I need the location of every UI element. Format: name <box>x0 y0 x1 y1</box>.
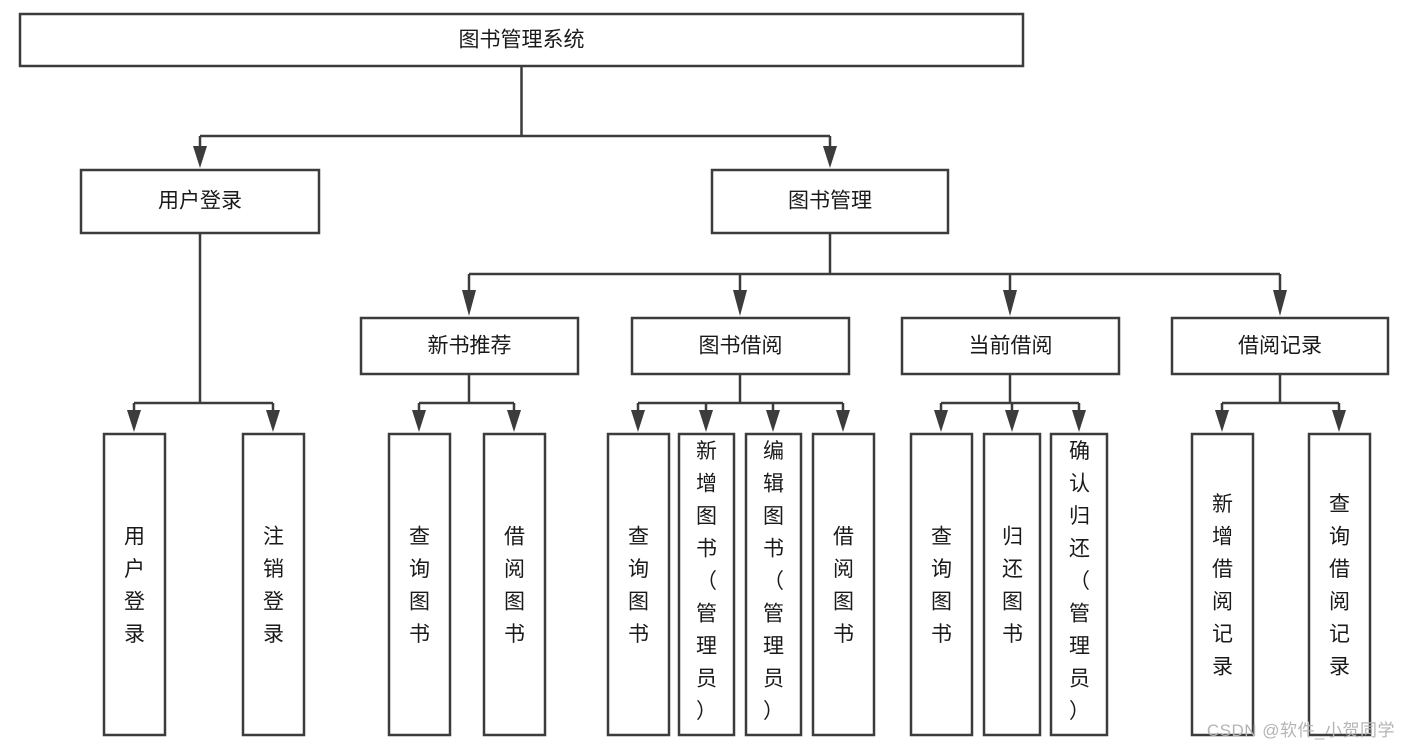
node-book-manage-box[interactable] <box>710 168 950 235</box>
node-leaf-add-book-admin[interactable]: 新增图书（管理员） <box>677 432 736 737</box>
node-leaf-borrow-book-bor-box[interactable] <box>811 432 876 737</box>
node-root-box[interactable] <box>18 12 1025 68</box>
node-leaf-user-login-box[interactable] <box>102 432 167 737</box>
node-leaf-borrow-book-bor-label: 借阅图书 <box>833 526 854 647</box>
node-current-borrow-label: 当前借阅 <box>969 335 1053 358</box>
arrow-head-leaf-query-borrow-record <box>1332 410 1346 432</box>
node-leaf-add-book-admin-box[interactable] <box>677 432 736 737</box>
arrow-head-leaf-add-borrow-record <box>1215 410 1229 432</box>
node-leaf-logout-login[interactable]: 注销登录 <box>241 432 306 737</box>
node-leaf-query-book-cur[interactable]: 查询图书 <box>909 432 974 737</box>
node-leaf-query-book-rec-label: 查询图书 <box>409 526 430 647</box>
node-book-manage-label: 图书管理 <box>788 190 872 213</box>
arrow-head-book-manage <box>823 146 837 168</box>
arrow-head-borrow-record <box>1273 290 1287 316</box>
node-leaf-query-book-cur-box[interactable] <box>909 432 974 737</box>
node-book-borrow-box[interactable] <box>630 316 851 376</box>
node-leaf-edit-book-admin-label: 编辑图书（管理员） <box>763 440 784 723</box>
node-leaf-query-borrow-record[interactable]: 查询借阅记录 <box>1307 432 1372 737</box>
node-leaf-query-book-rec[interactable]: 查询图书 <box>387 432 452 737</box>
leaf-layer: 用户登录 注销登录 查询图书 借阅图书 查询图书 新增图书（管理员） <box>102 432 1372 737</box>
node-current-borrow[interactable]: 当前借阅 <box>900 316 1121 376</box>
node-root-label: 图书管理系统 <box>459 29 585 52</box>
arrow-head-user-login <box>193 146 207 168</box>
node-leaf-query-book-cur-label: 查询图书 <box>931 526 952 647</box>
node-user-login-box[interactable] <box>79 168 321 235</box>
arrow-head-leaf-return-book <box>1005 410 1019 432</box>
arrow-head-leaf-borrow-book-bor <box>836 410 850 432</box>
node-leaf-return-book-box[interactable] <box>982 432 1042 737</box>
node-leaf-add-borrow-record[interactable]: 新增借阅记录 <box>1190 432 1255 737</box>
node-book-manage[interactable]: 图书管理 <box>710 168 950 235</box>
arrow-head-current-borrow <box>1003 290 1017 316</box>
node-leaf-confirm-return-admin-label: 确认归还（管理员） <box>1069 440 1090 723</box>
node-leaf-add-borrow-record-label: 新增借阅记录 <box>1212 493 1233 679</box>
node-new-book-recommend-box[interactable] <box>359 316 580 376</box>
node-book-borrow-label: 图书借阅 <box>699 335 783 358</box>
arrow-head-leaf-user-login <box>127 410 141 432</box>
node-leaf-logout-login-label: 注销登录 <box>263 526 284 647</box>
connector-layer <box>127 66 1346 432</box>
node-new-book-recommend-label: 新书推荐 <box>428 335 512 358</box>
node-user-login[interactable]: 用户登录 <box>79 168 321 235</box>
arrow-head-leaf-add-book-admin <box>699 410 713 432</box>
node-user-login-label: 用户登录 <box>158 190 242 213</box>
node-leaf-confirm-return-admin-box[interactable] <box>1049 432 1109 737</box>
arrow-head-leaf-confirm-return-admin <box>1072 410 1086 432</box>
node-root[interactable]: 图书管理系统 <box>18 12 1025 68</box>
node-leaf-query-book-bor-box[interactable] <box>606 432 671 737</box>
node-leaf-query-borrow-record-box[interactable] <box>1307 432 1372 737</box>
arrow-head-leaf-query-book-bor <box>631 410 645 432</box>
node-leaf-edit-book-admin-box[interactable] <box>744 432 803 737</box>
csdn-watermark: CSDN @软件_小贺同学 <box>1206 721 1395 740</box>
node-leaf-borrow-book-rec-label: 借阅图书 <box>504 526 525 647</box>
node-leaf-borrow-book-rec[interactable]: 借阅图书 <box>482 432 547 737</box>
node-leaf-add-book-admin-label: 新增图书（管理员） <box>696 440 717 723</box>
node-leaf-user-login-label: 用户登录 <box>124 526 145 647</box>
node-current-borrow-box[interactable] <box>900 316 1121 376</box>
node-leaf-return-book[interactable]: 归还图书 <box>982 432 1042 737</box>
node-leaf-borrow-book-bor[interactable]: 借阅图书 <box>811 432 876 737</box>
node-leaf-query-book-rec-box[interactable] <box>387 432 452 737</box>
arrow-head-leaf-logout-login <box>266 410 280 432</box>
node-new-book-recommend[interactable]: 新书推荐 <box>359 316 580 376</box>
node-leaf-edit-book-admin[interactable]: 编辑图书（管理员） <box>744 432 803 737</box>
node-leaf-query-borrow-record-label: 查询借阅记录 <box>1329 493 1350 679</box>
arrow-head-new-book-recommend <box>462 290 476 316</box>
node-leaf-borrow-book-rec-box[interactable] <box>482 432 547 737</box>
node-leaf-confirm-return-admin[interactable]: 确认归还（管理员） <box>1049 432 1109 737</box>
node-leaf-add-borrow-record-box[interactable] <box>1190 432 1255 737</box>
node-leaf-logout-login-box[interactable] <box>241 432 306 737</box>
node-borrow-record-box[interactable] <box>1170 316 1390 376</box>
node-borrow-record[interactable]: 借阅记录 <box>1170 316 1390 376</box>
node-leaf-return-book-label: 归还图书 <box>1002 526 1023 647</box>
node-leaf-user-login[interactable]: 用户登录 <box>102 432 167 737</box>
arrow-head-leaf-edit-book-admin <box>766 410 780 432</box>
arrow-head-leaf-borrow-book-rec <box>507 410 521 432</box>
node-borrow-record-label: 借阅记录 <box>1238 335 1322 358</box>
node-leaf-query-book-bor-label: 查询图书 <box>628 526 649 647</box>
node-leaf-query-book-bor[interactable]: 查询图书 <box>606 432 671 737</box>
arrow-head-book-borrow <box>733 290 747 316</box>
node-book-borrow[interactable]: 图书借阅 <box>630 316 851 376</box>
arrow-head-leaf-query-book-rec <box>412 410 426 432</box>
arrow-head-leaf-query-book-cur <box>934 410 948 432</box>
